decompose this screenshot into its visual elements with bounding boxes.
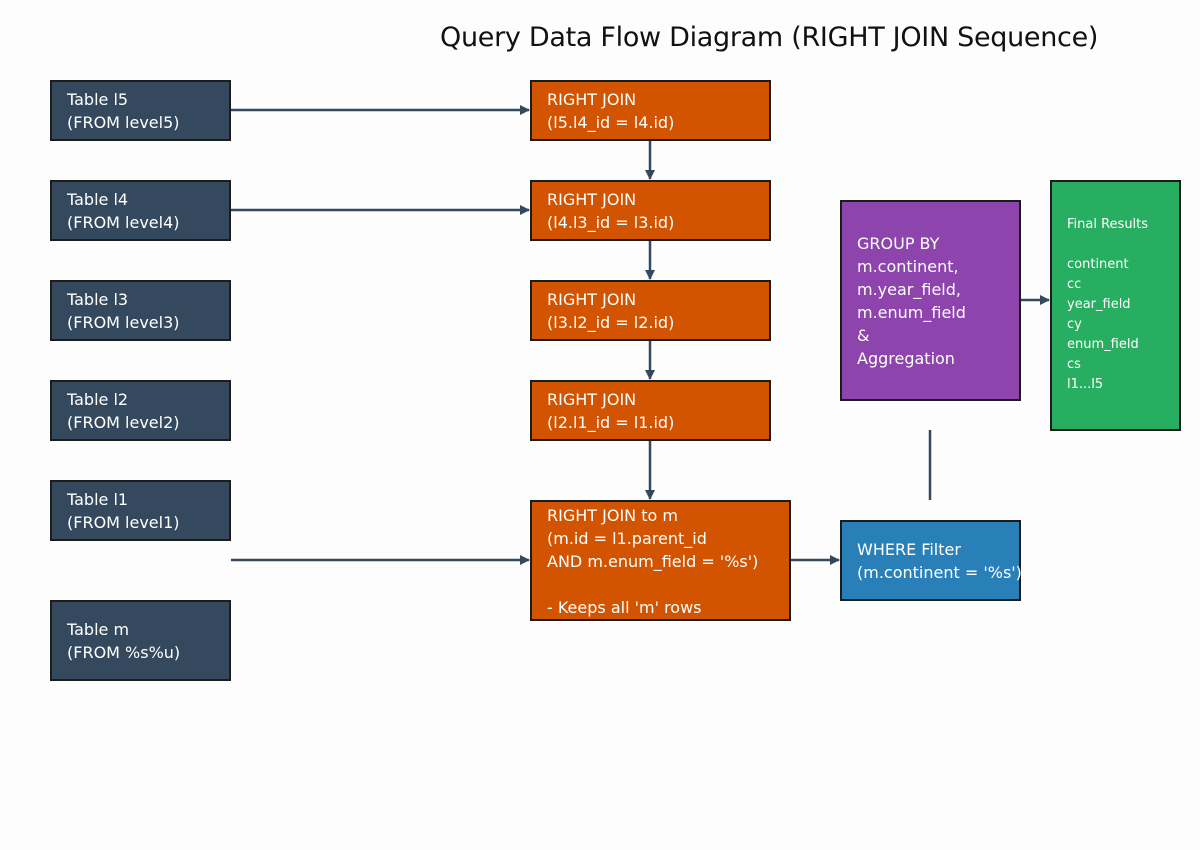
join-l3-l2-box: RIGHT JOIN (l3.l2_id = l2.id): [530, 280, 771, 341]
table-source: (FROM %s%u): [67, 643, 181, 662]
join-l2-l1-box: RIGHT JOIN (l2.l1_id = l1.id): [530, 380, 771, 441]
join-condition: (l4.l3_id = l3.id): [547, 213, 675, 232]
join-label: RIGHT JOIN: [547, 290, 637, 309]
final-join-box: RIGHT JOIN to m (m.id = l1.parent_id AND…: [530, 500, 791, 621]
table-l3-box: Table l3 (FROM level3): [50, 280, 231, 341]
table-source: (FROM level3): [67, 313, 180, 332]
results-title: Final Results: [1067, 217, 1149, 232]
table-l1-box: Table l1 (FROM level1): [50, 480, 231, 541]
join-label: RIGHT JOIN: [547, 190, 637, 209]
table-name: Table m: [67, 620, 130, 639]
table-m-box: Table m (FROM %s%u): [50, 600, 231, 681]
table-source: (FROM level1): [67, 513, 180, 532]
diagram-title: Query Data Flow Diagram (RIGHT JOIN Sequ…: [440, 22, 1099, 53]
results-columns: continent cc year_field cy enum_field cs…: [1067, 257, 1139, 392]
join-label: RIGHT JOIN: [547, 90, 637, 109]
table-name: Table l3: [67, 290, 129, 309]
join-l4-l3-box: RIGHT JOIN (l4.l3_id = l3.id): [530, 180, 771, 241]
table-l5-box: Table l5 (FROM level5): [50, 80, 231, 141]
table-name: Table l2: [67, 390, 129, 409]
table-source: (FROM level2): [67, 413, 180, 432]
table-l4-box: Table l4 (FROM level4): [50, 180, 231, 241]
table-source: (FROM level4): [67, 213, 180, 232]
join-condition: (l2.l1_id = l1.id): [547, 413, 675, 432]
table-name: Table l4: [67, 190, 129, 209]
table-source: (FROM level5): [67, 113, 180, 132]
table-l2-box: Table l2 (FROM level2): [50, 380, 231, 441]
final-results-box: Final Results continent cc year_field cy…: [1050, 180, 1181, 431]
table-name: Table l5: [67, 90, 129, 109]
join-condition: (l5.l4_id = l4.id): [547, 113, 675, 132]
join-condition: (l3.l2_id = l2.id): [547, 313, 675, 332]
join-label: RIGHT JOIN: [547, 390, 637, 409]
where-filter-box: WHERE Filter (m.continent = '%s'): [840, 520, 1022, 601]
group-by-box: GROUP BY m.continent, m.year_field, m.en…: [840, 200, 1021, 401]
join-l5-l4-box: RIGHT JOIN (l5.l4_id = l4.id): [530, 80, 771, 141]
table-name: Table l1: [67, 490, 129, 509]
